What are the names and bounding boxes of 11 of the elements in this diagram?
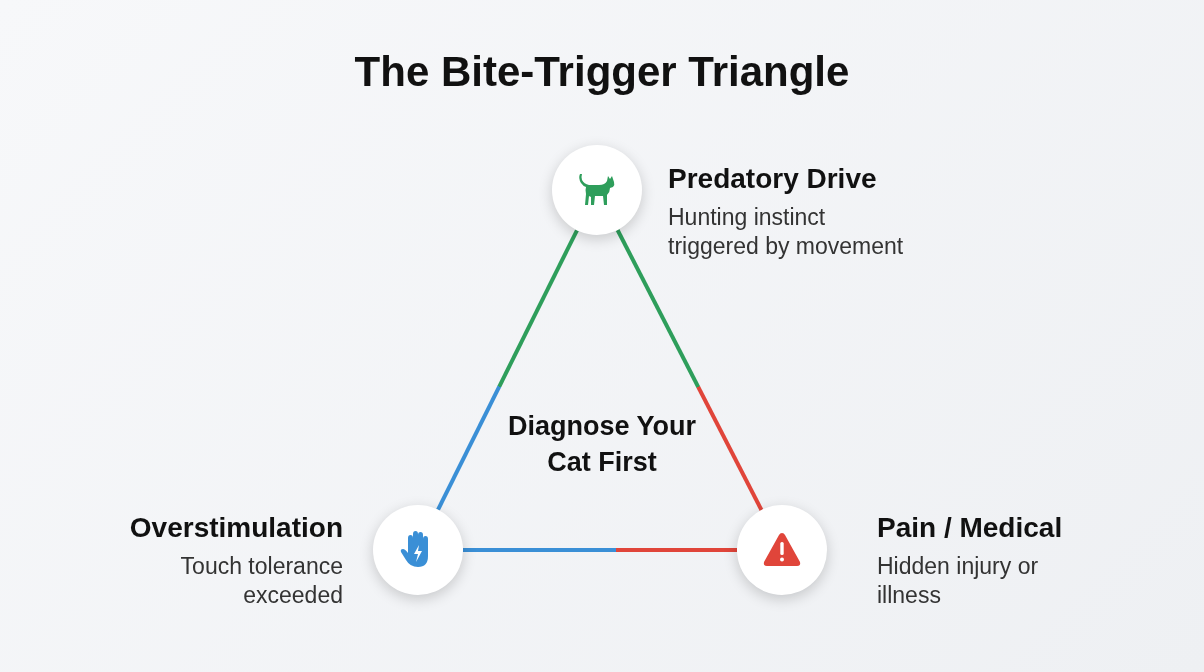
node-description: Touch tolerance exceeded (179, 552, 343, 610)
node-heading: Pain / Medical (877, 512, 1063, 544)
connector-line (463, 548, 737, 552)
node-description: Hunting instinct triggered by movement (668, 203, 905, 261)
title: The Bite-Trigger Triangle (354, 48, 850, 95)
connector-line (615, 229, 764, 511)
center-label: Diagnose Your Cat First (506, 410, 697, 479)
node-description: Hidden injury or illness (877, 552, 1040, 610)
node-heading: Predatory Drive (668, 163, 877, 195)
connector-line (436, 229, 579, 511)
node-heading: Overstimulation (129, 512, 343, 544)
